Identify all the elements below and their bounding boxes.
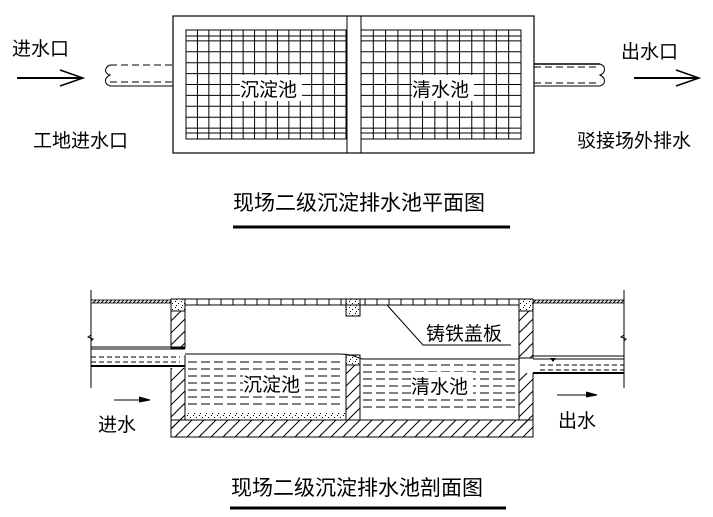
plan-divider-wall xyxy=(346,15,362,154)
section-divider-wall xyxy=(345,354,361,421)
section-tank-clear-label: 清水池 xyxy=(411,376,468,398)
section-outlet-arrow-icon xyxy=(557,391,598,398)
section-inlet-label: 进水 xyxy=(98,414,136,436)
plan-tank-clear-label: 清水池 xyxy=(412,79,469,101)
plan-outlet-dest-label: 驳接场外排水 xyxy=(577,130,691,152)
section-view: 铸铁盖板 沉淀池 清水池 进水 出水 现场二级沉淀排水池剖面图 xyxy=(86,290,627,510)
plan-inlet-pipe xyxy=(105,64,173,87)
section-tank-sedimentation-label: 沉淀池 xyxy=(243,374,300,396)
section-inlet-arrow-icon xyxy=(114,396,151,403)
cover-leader-line xyxy=(386,304,511,346)
plan-outlet-pipe xyxy=(534,63,605,87)
section-left-wall xyxy=(170,298,186,437)
plan-inlet-source-label: 工地进水口 xyxy=(33,130,128,152)
plan-outlet-label: 出水口 xyxy=(621,41,678,63)
plan-grid-clear xyxy=(360,29,522,140)
section-inlet-pipe xyxy=(91,346,185,367)
plan-view: 进水口 工地进水口 沉淀池 清水池 xyxy=(12,15,702,229)
cover-support-block xyxy=(345,298,361,317)
plan-title: 现场二级沉淀排水池平面图 xyxy=(233,191,485,215)
sediment-layer xyxy=(186,413,345,419)
section-left-ground xyxy=(86,290,172,388)
outlet-arrow-icon xyxy=(634,69,702,87)
section-title: 现场二级沉淀排水池剖面图 xyxy=(231,476,483,500)
water-surface xyxy=(185,353,519,360)
inlet-arrow-icon xyxy=(17,69,86,87)
section-base-slab xyxy=(170,419,534,438)
section-outlet-label: 出水 xyxy=(558,410,596,432)
section-outlet-pipe xyxy=(533,355,624,374)
section-right-wall xyxy=(518,298,534,437)
section-cover-label: 铸铁盖板 xyxy=(426,323,502,345)
plan-tank-sedimentation-label: 沉淀池 xyxy=(240,79,297,101)
plan-inlet-label: 进水口 xyxy=(12,38,69,60)
